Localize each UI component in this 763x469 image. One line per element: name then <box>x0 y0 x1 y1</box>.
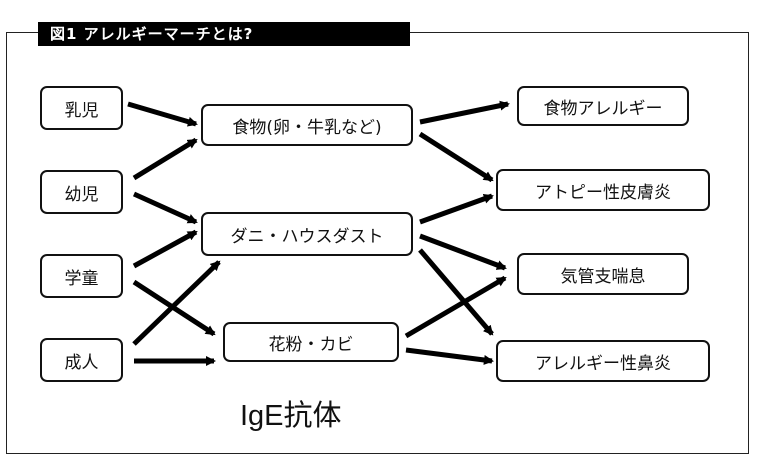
node-toddler: 幼児 <box>40 170 123 214</box>
node-atopic-dermatitis: アトピー性皮膚炎 <box>496 169 710 211</box>
arrow-mites-atopic <box>419 193 494 225</box>
node-food: 食物(卵・牛乳など) <box>201 104 413 146</box>
arrow-pollen-rhinitis <box>405 347 494 365</box>
arrow-toddler-mites <box>132 191 198 225</box>
ige-antibody-label: IgE抗体 <box>240 400 342 432</box>
node-adult: 成人 <box>40 338 123 382</box>
arrow-mites-asthma <box>419 233 507 271</box>
node-mites: ダニ・ハウスダスト <box>201 212 413 256</box>
arrow-child-mites <box>132 229 198 269</box>
node-child: 学童 <box>40 254 123 298</box>
arrow-food-foodallergy <box>419 100 510 125</box>
arrow-adult-mites <box>132 260 221 346</box>
node-food-allergy: 食物アレルギー <box>517 86 689 126</box>
node-allergic-rhinitis: アレルギー性鼻炎 <box>496 340 710 382</box>
arrow-mites-rhinitis <box>418 248 494 336</box>
arrow-food-atopic <box>418 131 494 183</box>
figure-title: 図1 アレルギーマーチとは? <box>38 22 410 46</box>
arrow-infant-food <box>127 101 198 127</box>
node-pollen: 花粉・カビ <box>223 322 399 362</box>
node-infant: 乳児 <box>40 86 123 130</box>
arrow-toddler-food <box>132 137 198 181</box>
node-asthma: 気管支喘息 <box>517 253 689 295</box>
arrow-pollen-asthma <box>404 275 507 339</box>
